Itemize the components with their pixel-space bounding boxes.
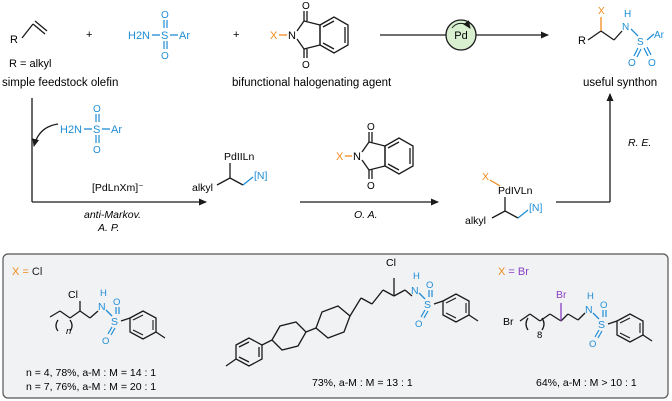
pd4-n-bracket: [N]: [529, 202, 543, 214]
plus-sign-1: +: [86, 29, 92, 41]
step-oa: O. A.: [354, 209, 378, 221]
nxp-n: N: [288, 30, 296, 42]
nxp-o-top: O: [302, 1, 310, 12]
step-ap: A. P.: [97, 222, 119, 234]
cl-header: X = Cl: [12, 266, 42, 278]
product-s: S: [637, 37, 644, 48]
ex2-n: N: [411, 285, 419, 297]
pd2-n-bracket: [N]: [254, 170, 268, 182]
pd2-label: PdIILn: [224, 151, 255, 163]
ex3-o-left: O: [589, 339, 596, 350]
olefin-name: simple feedstock olefin: [2, 77, 118, 89]
br-header-el: Br: [518, 266, 529, 278]
ex1-o-top: O: [113, 297, 120, 308]
sulfonamide-s: S: [161, 30, 168, 42]
nxp2-x: X: [336, 151, 344, 163]
nxp-caption: bifunctional halogenating agent: [232, 77, 392, 89]
reagent-o-bottom: O: [93, 145, 101, 156]
nxp-x: X: [270, 30, 278, 42]
cl-header-el: Cl: [32, 266, 42, 278]
nxp2-o-bottom: O: [367, 181, 375, 192]
pd-catalyst-badge: Pd: [445, 19, 477, 51]
ex2-s: S: [424, 299, 431, 311]
ex3-br-left: Br: [503, 316, 514, 328]
sulfonamide-o-top: O: [161, 10, 169, 21]
product-n: N: [622, 22, 629, 33]
ex2-h: H: [413, 271, 420, 282]
ex1-result-2: n = 7, 76%, a-M : M = 20 : 1: [26, 381, 156, 393]
example-2-structure: Cl H N S: [225, 257, 479, 367]
ex3-sub: 8: [537, 330, 542, 341]
br-header-eq: =: [505, 266, 518, 278]
pd-complex-label: [PdLnXm]⁻: [92, 182, 144, 194]
sulfonamide-ar: Ar: [179, 30, 190, 42]
olefin-caption: R = alkyl: [9, 58, 52, 70]
reagent-ar: Ar: [111, 124, 122, 136]
pd4-x: X: [482, 171, 489, 183]
reductive-elimination-arrow: [556, 93, 614, 203]
ex2-result: 73%, a-M : M = 13 : 1: [312, 377, 413, 389]
product-caption: useful synthon: [583, 77, 657, 89]
n-halophthalimide-structure: X N O O: [270, 1, 349, 71]
product-o-left: O: [628, 58, 636, 69]
cl-header-x: X: [12, 266, 20, 278]
reagent-h2n: H2N: [60, 124, 82, 136]
step-anti-markov: anti-Markov.: [84, 209, 141, 221]
cl-header-eq: =: [19, 266, 32, 278]
examples-panel: [2, 253, 669, 399]
pd2-alkyl: alkyl: [192, 182, 213, 194]
product-x: X: [598, 6, 605, 17]
reagent-o-top: O: [93, 104, 101, 115]
ex3-br-top: Br: [556, 289, 567, 301]
product-ar: Ar: [654, 30, 665, 41]
sulfonamide-structure: H2N S Ar O O: [128, 10, 190, 62]
ex1-o-left: O: [102, 336, 109, 347]
pd-catalyst-label: Pd: [454, 30, 467, 42]
ex3-n: N: [585, 304, 593, 316]
ex2-o-left: O: [415, 319, 422, 330]
ex3-o-top: O: [600, 300, 607, 311]
br-header: X = Br: [498, 266, 529, 278]
anti-markovnikov-arrow: [31, 98, 207, 206]
ex2-cl: Cl: [386, 257, 396, 269]
sulfonamide-o-bottom: O: [161, 51, 169, 62]
olefin-structure: [21, 20, 48, 39]
ex1-result-1: n = 4, 78%, a-M : M = 14 : 1: [26, 367, 156, 379]
pd4-alkyl: alkyl: [465, 215, 486, 227]
pd2-intermediate: PdIILn alkyl [N]: [192, 151, 268, 194]
product-o-right: O: [648, 58, 656, 69]
ex1-cl: Cl: [68, 289, 78, 301]
ex2-o-top: O: [426, 280, 433, 291]
reagent-s: S: [93, 124, 100, 136]
ex1-n: N: [98, 301, 106, 313]
ex3-s: S: [598, 319, 605, 331]
example-3-structure: Br Br 8 H N S O O: [503, 289, 653, 350]
example-1-structure: Cl n H N S O O: [49, 288, 166, 347]
nxp-o-bottom: O: [302, 60, 310, 71]
nxp-reagent: X N O O: [336, 122, 414, 192]
ex3-h: H: [587, 291, 594, 302]
product-structure: X R N H S Ar O O: [578, 6, 665, 69]
pd4-intermediate: X PdIVLn alkyl [N]: [465, 171, 543, 227]
product-r: R: [578, 35, 586, 47]
product-h: H: [624, 9, 631, 20]
sulfonamide-h2n: H2N: [128, 30, 150, 42]
ex3-result: 64%, a-M : M > 10 : 1: [536, 377, 637, 389]
ex1-h: H: [100, 288, 107, 299]
olefin-r-label: R: [10, 34, 18, 46]
nxp2-o-top: O: [367, 122, 375, 133]
plus-sign-2: +: [233, 29, 239, 41]
br-header-x: X: [498, 266, 506, 278]
step-re: R. E.: [628, 137, 651, 149]
ex1-s: S: [111, 316, 118, 328]
ex1-n-sub: n: [66, 326, 71, 337]
nxp2-n: N: [353, 151, 361, 163]
pd4-label: PdIVLn: [498, 185, 533, 197]
sulfonamide-reagent: H2N S Ar O O: [60, 104, 122, 156]
